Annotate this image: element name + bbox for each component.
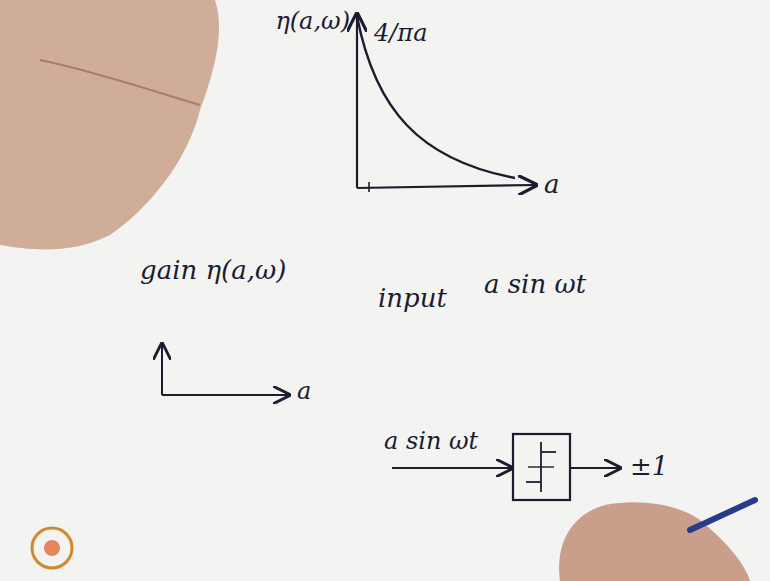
label-slot: a (297, 378, 311, 406)
handwritten-label: 4/πa (374, 20, 427, 48)
hand-crease (40, 60, 200, 105)
handwritten-label: ±1 (630, 452, 668, 482)
handwritten-label: input (378, 284, 447, 314)
gain-curve (357, 16, 515, 178)
input-arrow (392, 467, 512, 469)
relay-symbol (541, 451, 556, 453)
handwritten-label: a (544, 170, 560, 200)
label-slot: a (544, 170, 560, 200)
label-slot: a sin ωt (384, 428, 478, 456)
handwritten-label: a sin ωt (484, 270, 586, 300)
handwritten-label: gain η(a,ω) (140, 256, 286, 286)
handwritten-label: η(a,ω) (275, 8, 350, 36)
label-slot: 4/πa (374, 20, 427, 48)
handwritten-label: a (297, 378, 311, 406)
label-slot: gain η(a,ω) (140, 256, 286, 286)
tick (368, 182, 370, 192)
logo (32, 528, 72, 568)
label-slot: a sin ωt (484, 270, 586, 300)
output-arrow (570, 467, 620, 469)
x-axis (162, 394, 289, 396)
relay-symbol (526, 481, 541, 483)
relay-box (513, 434, 570, 500)
y-axis (356, 14, 358, 188)
label-slot: ±1 (630, 452, 668, 482)
label-slot: η(a,ω) (275, 8, 350, 36)
x-axis (357, 185, 536, 188)
hand (0, 0, 219, 249)
label-slot: input (378, 284, 447, 314)
y-axis (161, 344, 163, 395)
handwritten-label: a sin ωt (384, 428, 478, 456)
logo (44, 540, 60, 556)
pen (690, 500, 755, 530)
relay-symbol (528, 466, 554, 467)
